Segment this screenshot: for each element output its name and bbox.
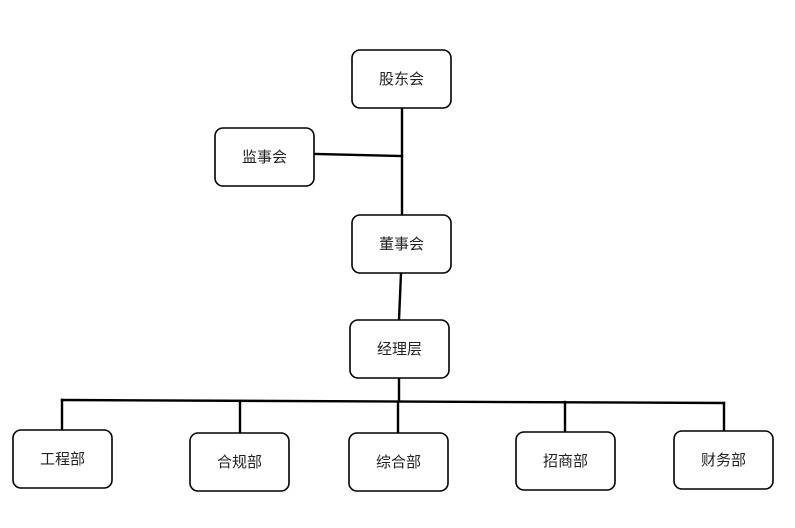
node-finance: 财务部 xyxy=(673,430,774,490)
node-management: 经理层 xyxy=(349,319,450,379)
node-shareholders-label: 股东会 xyxy=(379,70,424,88)
connector-board-management xyxy=(397,271,403,322)
node-general-affairs: 综合部 xyxy=(348,432,449,492)
connector-supervisors xyxy=(313,152,404,158)
node-board: 董事会 xyxy=(351,214,452,274)
node-board-label: 董事会 xyxy=(379,235,424,253)
node-shareholders: 股东会 xyxy=(351,49,452,109)
node-investment-promotion: 招商部 xyxy=(515,431,616,491)
node-general-affairs-label: 综合部 xyxy=(376,453,421,471)
node-investment-promotion-label: 招商部 xyxy=(543,452,588,470)
node-compliance-label: 合规部 xyxy=(217,453,262,471)
node-finance-label: 财务部 xyxy=(701,451,746,469)
node-engineering-label: 工程部 xyxy=(40,450,85,468)
node-management-label: 经理层 xyxy=(377,340,422,358)
node-engineering: 工程部 xyxy=(12,429,113,489)
node-compliance: 合规部 xyxy=(189,432,290,492)
node-supervisors: 监事会 xyxy=(214,127,315,187)
node-supervisors-label: 监事会 xyxy=(242,148,287,166)
department-bus-line xyxy=(60,398,726,405)
